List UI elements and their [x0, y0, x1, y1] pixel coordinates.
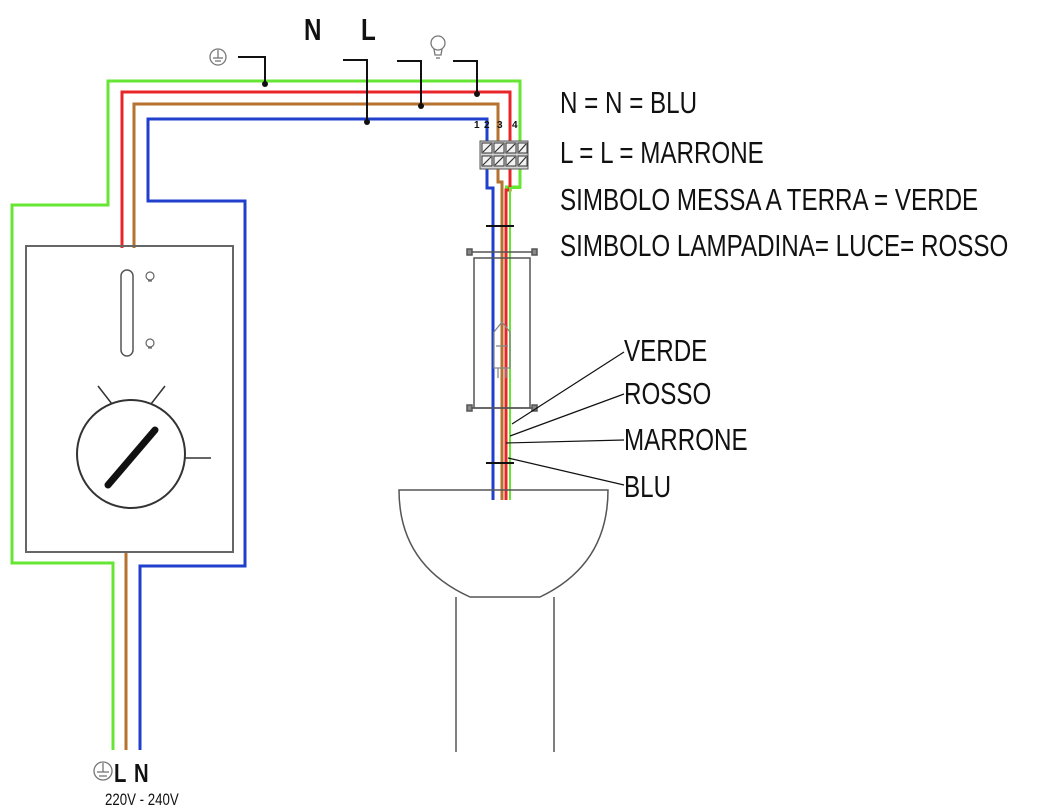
switch-box	[25, 245, 234, 553]
top-neutral-label: N	[304, 12, 322, 47]
lamp-base	[398, 489, 609, 752]
earth-symbol-bottom-icon	[93, 761, 113, 781]
top-hooks	[238, 56, 478, 122]
mains-line-label: L	[114, 758, 127, 788]
timer-dial-icon	[76, 385, 211, 509]
light-wire	[120, 90, 512, 500]
lamp-symbol-icon	[430, 35, 446, 59]
terminal-number-2: 2	[484, 120, 490, 131]
earth-lamp-wire	[509, 168, 521, 500]
wire-label-rosso: ROSSO	[624, 376, 712, 411]
legend-line: L = L = MARRONE	[560, 135, 764, 170]
terminal-number-4: 4	[512, 120, 518, 131]
mains-neutral-label: N	[134, 758, 149, 788]
lamp-holder	[466, 248, 538, 412]
leader-lines	[505, 351, 625, 486]
wire-label-marrone: MARRONE	[624, 422, 748, 457]
cable-clips	[486, 225, 514, 464]
legend-earth: SIMBOLO MESSA A TERRA = VERDE	[560, 182, 979, 217]
top-line-label: L	[361, 12, 376, 47]
terminal-block	[479, 140, 529, 170]
terminal-number-1: 1	[474, 120, 480, 131]
earth-symbol-icon	[209, 48, 227, 66]
legend-lamp: SIMBOLO LAMPADINA= LUCE= ROSSO	[560, 228, 1009, 263]
mains-voltage-label: 220V - 240V	[105, 790, 179, 809]
neutral-wire	[138, 117, 495, 750]
wire-label-blu: BLU	[624, 469, 672, 504]
legend-neutral: N = N = BLU	[560, 85, 698, 120]
junction-dots	[262, 81, 480, 125]
terminal-number-3: 3	[497, 120, 503, 131]
earth-wire	[10, 79, 522, 750]
wire-label-verde: VERDE	[624, 333, 708, 368]
halogen-bulb-icon	[493, 320, 511, 378]
lamp-icon	[145, 271, 155, 349]
brown-wire	[124, 102, 504, 750]
